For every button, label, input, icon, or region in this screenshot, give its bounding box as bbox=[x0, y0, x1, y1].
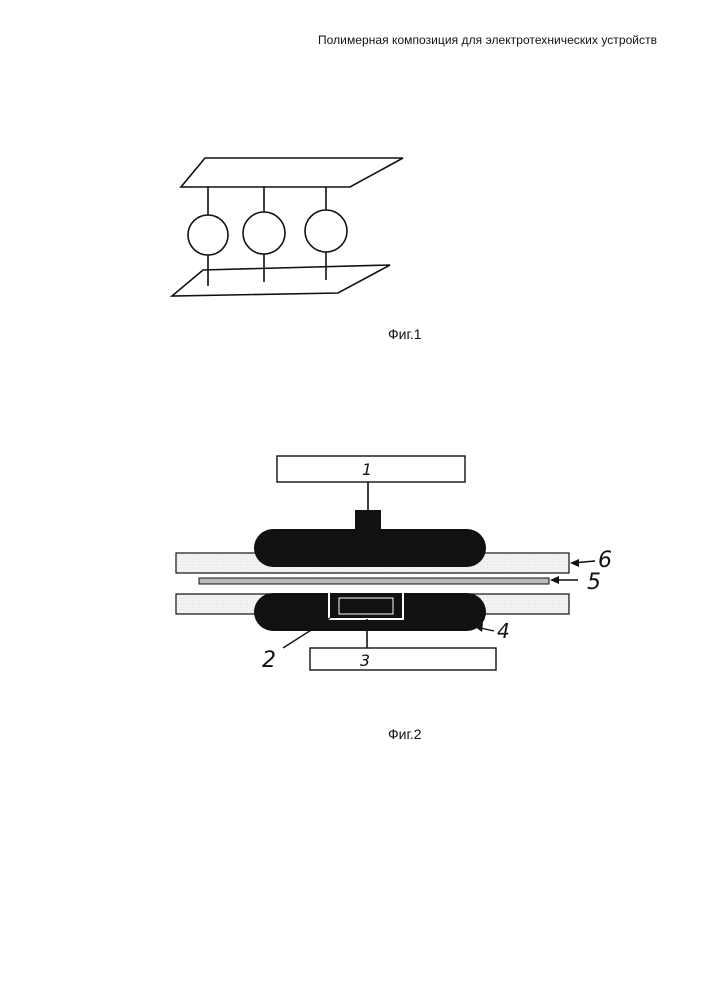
fig2-arrowhead-6 bbox=[570, 559, 579, 567]
fig2-label-4: 4 bbox=[497, 619, 510, 643]
fig2-label-2: 2 bbox=[262, 648, 276, 673]
fig2-label-5: 5 bbox=[587, 570, 601, 595]
fig2-inner-block bbox=[339, 598, 393, 614]
fig2-label-3: 3 bbox=[360, 651, 370, 670]
figure-2-caption: Фиг.2 bbox=[388, 726, 422, 742]
fig2-box-3 bbox=[310, 648, 496, 670]
fig2-connector-block bbox=[355, 510, 381, 532]
fig2-film bbox=[199, 578, 549, 584]
fig2-label-1: 1 bbox=[362, 460, 372, 479]
fig2-electrode-upper bbox=[254, 529, 486, 567]
fig2-label-6: 6 bbox=[598, 548, 612, 573]
fig2-arrowhead-5 bbox=[550, 576, 559, 584]
